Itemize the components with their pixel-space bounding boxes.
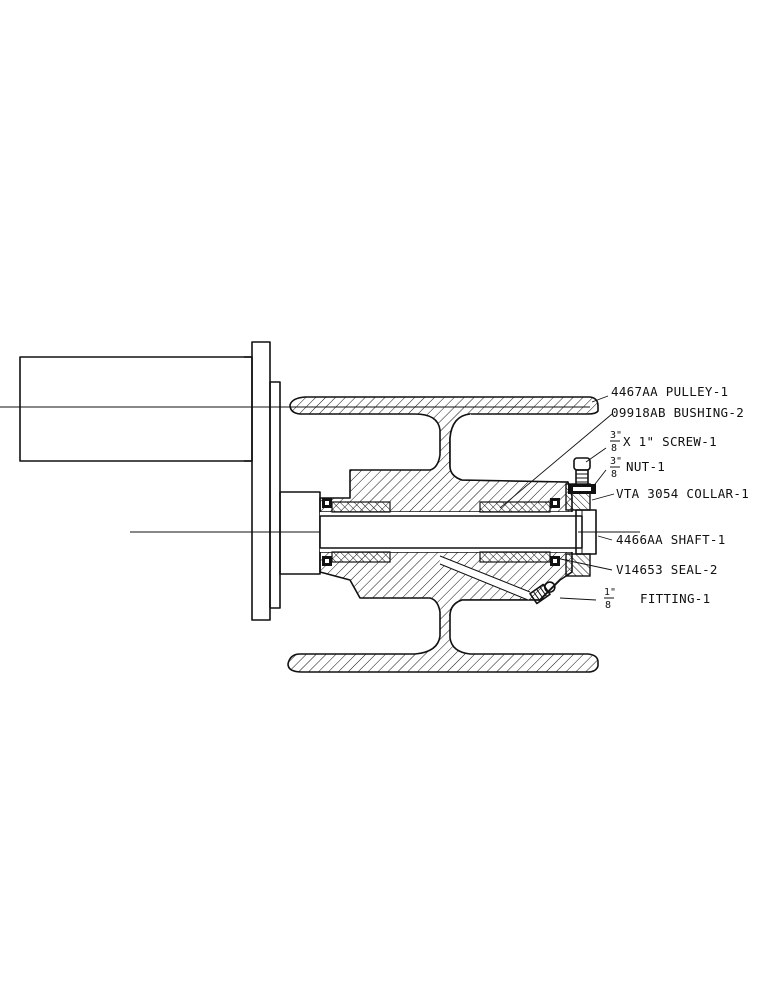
nut bbox=[568, 484, 596, 494]
grease-passage bbox=[438, 555, 532, 601]
pulley-lower-section bbox=[287, 551, 599, 673]
leader-lines bbox=[499, 395, 615, 601]
label-fitting-frac-den: 8 bbox=[605, 600, 611, 611]
label-screw-frac-den: 8 bbox=[611, 443, 617, 454]
grease-fitting bbox=[529, 581, 556, 605]
label-bushing: 09918AB BUSHING-2 bbox=[611, 405, 744, 420]
label-nut-frac-num: 3" bbox=[610, 456, 622, 467]
label-collar: VTA 3054 COLLAR-1 bbox=[616, 486, 749, 501]
bore bbox=[320, 512, 578, 552]
label-nut: NUT-1 bbox=[626, 459, 665, 474]
label-fitting: FITTING-1 bbox=[640, 591, 710, 606]
motor-housing bbox=[19, 341, 321, 621]
label-screw-frac-num: 3" bbox=[610, 430, 622, 441]
label-fitting-frac-num: 1" bbox=[604, 587, 616, 598]
set-screw bbox=[573, 457, 591, 487]
seals bbox=[322, 498, 560, 566]
label-shaft: 4466AA SHAFT-1 bbox=[616, 532, 726, 547]
label-seal: V14653 SEAL-2 bbox=[616, 562, 718, 577]
label-pulley: 4467AA PULLEY-1 bbox=[611, 384, 728, 399]
pulley-upper-section bbox=[289, 396, 599, 513]
label-screw: X 1" SCREW-1 bbox=[623, 434, 717, 449]
label-nut-frac-den: 8 bbox=[611, 469, 617, 480]
